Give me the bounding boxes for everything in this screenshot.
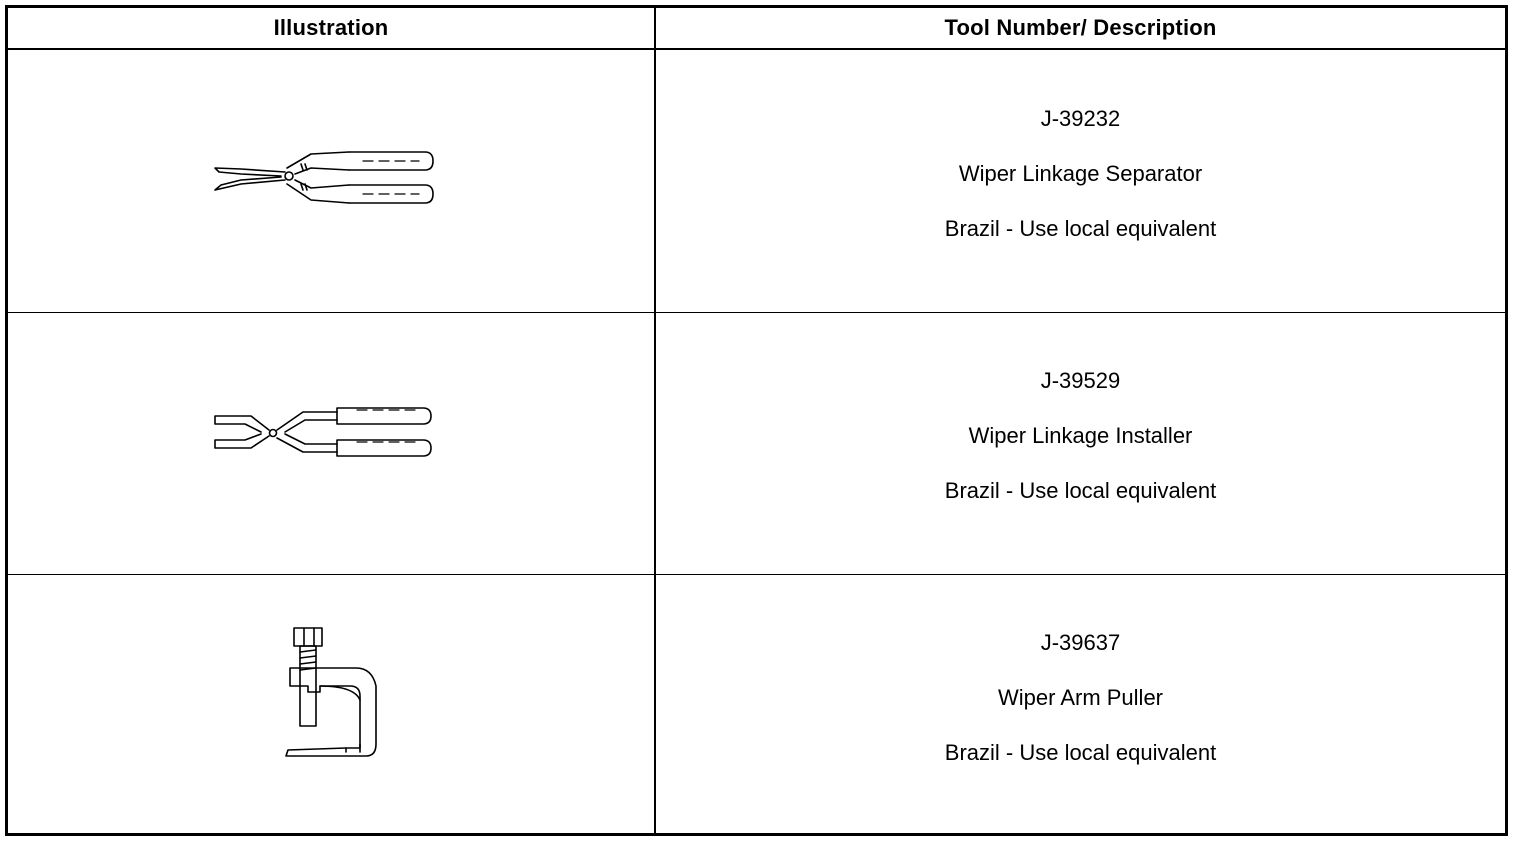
tool-number: J-39637 <box>1040 630 1121 655</box>
description-cell: J-39637 Wiper Arm Puller Brazil - Use lo… <box>656 575 1505 836</box>
illustration-cell <box>8 313 654 574</box>
tool-name: Wiper Linkage Separator <box>958 160 1203 186</box>
tool-name: Wiper Linkage Installer <box>968 423 1193 448</box>
table-row: J-39529 Wiper Linkage Installer Brazil -… <box>8 312 1505 574</box>
tool-note: Brazil - Use local equivalent <box>944 215 1217 241</box>
header-illustration: Illustration <box>273 15 389 40</box>
tool-number: J-39529 <box>1040 368 1121 393</box>
pliers-installer-icon <box>214 407 432 457</box>
c-clamp-puller-icon <box>285 626 377 757</box>
tool-note: Brazil - Use local equivalent <box>944 740 1217 765</box>
table-header-row: Illustration Tool Number/ Description <box>8 8 1505 50</box>
illustration-cell <box>8 575 654 836</box>
header-description: Tool Number/ Description <box>944 15 1217 40</box>
tool-note: Brazil - Use local equivalent <box>944 478 1217 503</box>
tool-name: Wiper Arm Puller <box>997 685 1164 710</box>
description-cell: J-39232 Wiper Linkage Separator Brazil -… <box>656 50 1505 312</box>
description-cell: J-39529 Wiper Linkage Installer Brazil -… <box>656 313 1505 574</box>
header-description-cell: Tool Number/ Description <box>656 8 1505 48</box>
header-illustration-cell: Illustration <box>8 8 654 48</box>
tool-number: J-39232 <box>1040 105 1121 131</box>
table-row: J-39232 Wiper Linkage Separator Brazil -… <box>8 50 1505 312</box>
pliers-separator-icon <box>214 151 434 204</box>
column-divider <box>654 8 656 833</box>
special-tools-table: Illustration Tool Number/ Description <box>5 5 1508 836</box>
table-row: J-39637 Wiper Arm Puller Brazil - Use lo… <box>8 574 1505 836</box>
illustration-cell <box>8 50 654 312</box>
